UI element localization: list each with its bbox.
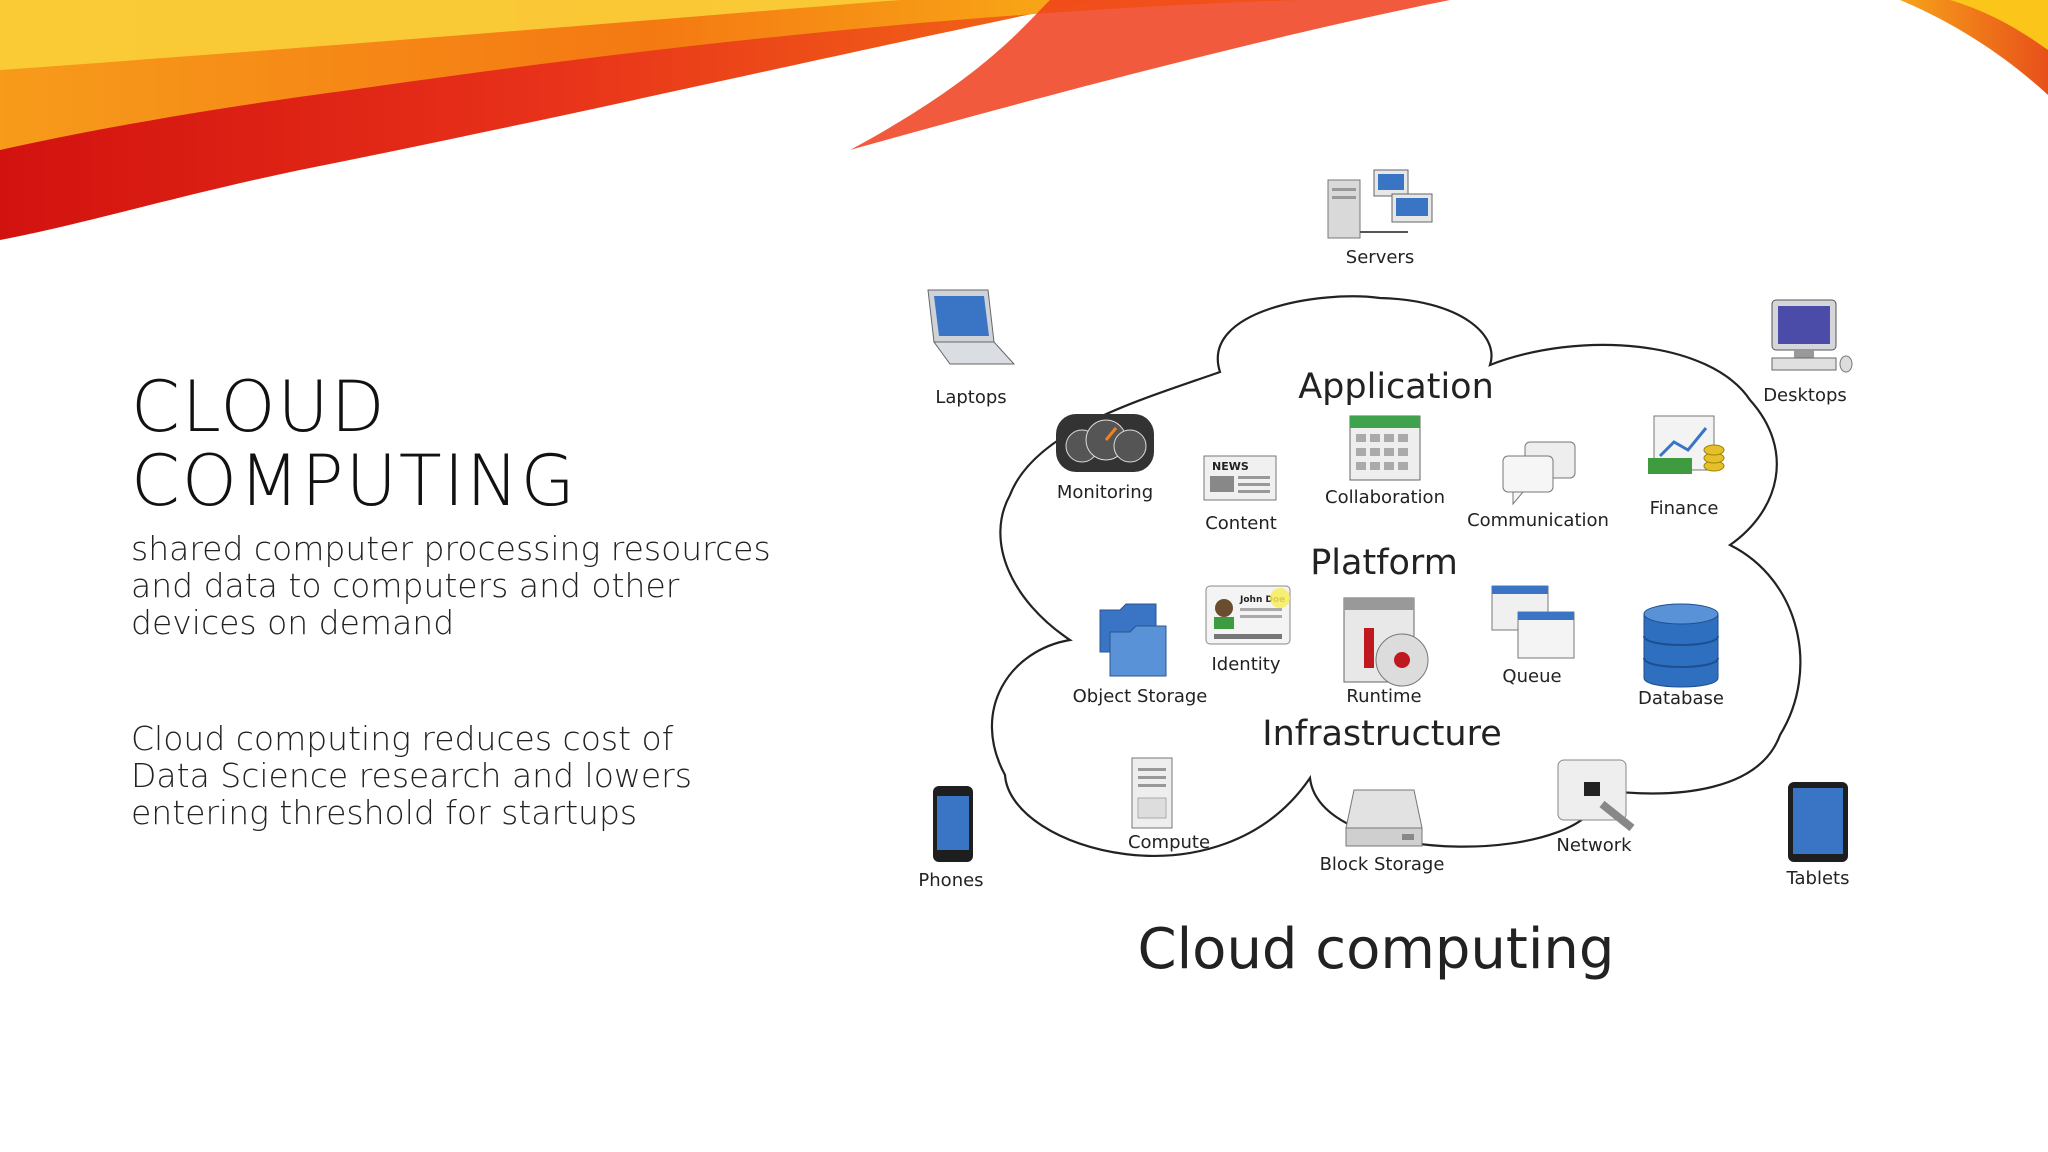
queue-label: Queue xyxy=(1502,666,1561,687)
text-line: shared computer processing resources xyxy=(131,529,771,568)
monitoring-icon xyxy=(1056,414,1154,472)
laptops-label: Laptops xyxy=(935,387,1006,408)
database-icon xyxy=(1643,603,1719,688)
calendar-icon xyxy=(1349,415,1421,481)
diagram-caption: Cloud computing xyxy=(1138,917,1615,982)
network-port-icon xyxy=(1557,759,1635,832)
slide-title: CLOUD COMPUTING xyxy=(131,370,577,518)
desktops-label: Desktops xyxy=(1763,385,1847,406)
runtime-label: Runtime xyxy=(1346,686,1421,707)
runtime-disc-icon xyxy=(1343,597,1429,687)
network-label: Network xyxy=(1556,835,1632,856)
object-storage-label: Object Storage xyxy=(1073,686,1208,707)
platform-layer-label: Platform xyxy=(1310,543,1458,583)
id-card-icon: John Doe xyxy=(1205,585,1291,645)
collaboration-label: Collaboration xyxy=(1325,487,1445,508)
phone-icon xyxy=(933,786,973,862)
content-label: Content xyxy=(1205,513,1277,534)
text-line: Cloud computing reduces cost of xyxy=(131,719,674,758)
tablets-label: Tablets xyxy=(1786,868,1850,889)
compute-label: Compute xyxy=(1128,832,1210,853)
servers-label: Servers xyxy=(1346,247,1414,268)
text-line: Data Science research and lowers xyxy=(131,756,692,795)
phones-label: Phones xyxy=(918,870,983,891)
block-storage-label: Block Storage xyxy=(1320,854,1445,875)
news-icon-text: NEWS xyxy=(1212,460,1249,473)
database-label: Database xyxy=(1638,688,1724,709)
infrastructure-layer-label: Infrastructure xyxy=(1262,714,1502,754)
monitoring-label: Monitoring xyxy=(1057,482,1153,503)
title-line: COMPUTING xyxy=(131,440,577,522)
cloud-computing-diagram: Servers Laptops Desktops Phones Tablets … xyxy=(918,169,1853,982)
title-line: CLOUD xyxy=(131,366,387,448)
definition-paragraph: shared computer processing resources and… xyxy=(131,530,831,641)
finance-chart-icon xyxy=(1648,415,1725,474)
header-swoosh-decoration xyxy=(0,0,2048,240)
compute-server-icon xyxy=(1131,757,1173,829)
tablet-icon xyxy=(1788,782,1848,862)
servers-icon xyxy=(1327,169,1433,239)
text-line: and data to computers and other xyxy=(131,566,680,605)
folder-icon xyxy=(1099,603,1167,677)
queue-windows-icon xyxy=(1491,585,1575,659)
text-line: devices on demand xyxy=(131,603,455,642)
application-layer-label: Application xyxy=(1298,367,1494,407)
laptop-icon xyxy=(927,289,1016,365)
identity-label: Identity xyxy=(1212,654,1281,675)
communication-label: Communication xyxy=(1467,510,1609,531)
chat-bubbles-icon xyxy=(1502,441,1576,506)
desktop-icon xyxy=(1771,299,1853,373)
news-icon: NEWS xyxy=(1203,455,1277,501)
hard-drive-icon xyxy=(1345,789,1423,847)
finance-label: Finance xyxy=(1650,498,1719,519)
text-line: entering threshold for startups xyxy=(131,793,638,832)
benefit-paragraph: Cloud computing reduces cost of Data Sci… xyxy=(131,720,831,831)
id-card-name: John Doe xyxy=(1239,595,1285,605)
